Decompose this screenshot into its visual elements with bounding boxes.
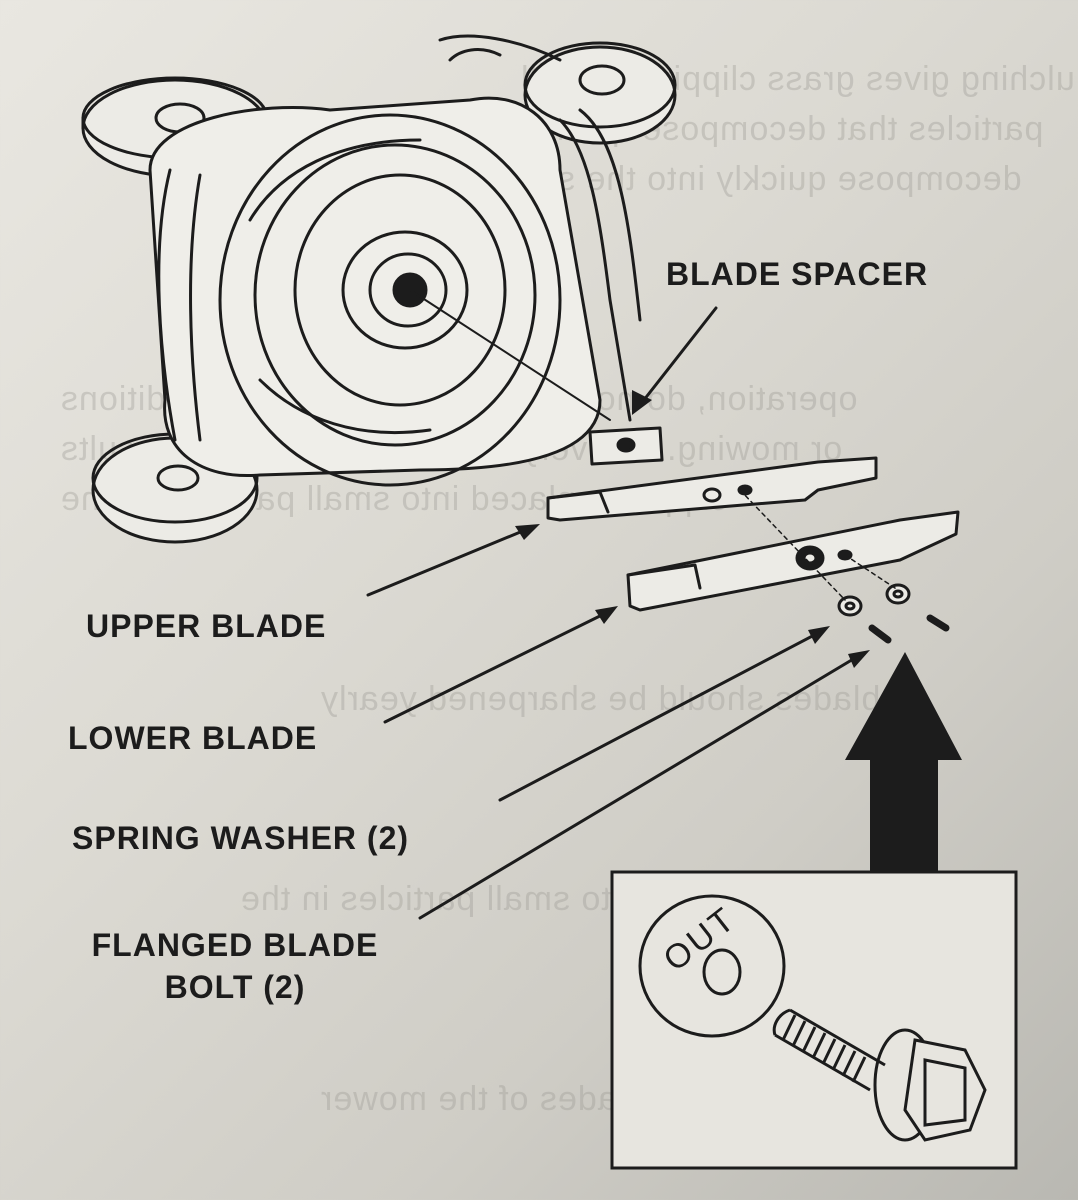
bolt-detail [772, 1008, 987, 1142]
label-blade-spacer: BLADE SPACER [666, 256, 929, 292]
washer-detail [638, 894, 786, 1038]
leader-arrows [366, 306, 862, 920]
label-flanged-line1: FLANGED BLADE [91, 927, 379, 963]
inset-pointer-arrow [845, 652, 962, 872]
spring-washers [837, 583, 911, 617]
flanged-bolts [868, 614, 950, 644]
label-upper-blade: UPPER BLADE [86, 608, 327, 644]
label-spring-washer: SPRING WASHER (2) [72, 820, 410, 856]
mower-illustration [81, 34, 677, 544]
blade-hub [341, 230, 469, 350]
blade-spacer-part [588, 426, 664, 466]
label-flanged-blade-bolt: FLANGED BLADE BOLT (2) [62, 924, 408, 1008]
mower-deck [148, 96, 602, 478]
label-flanged-line2: BOLT (2) [164, 969, 306, 1005]
lower-blade-part [626, 510, 960, 612]
upper-blade-part [546, 456, 878, 522]
label-lower-blade: LOWER BLADE [68, 720, 318, 756]
